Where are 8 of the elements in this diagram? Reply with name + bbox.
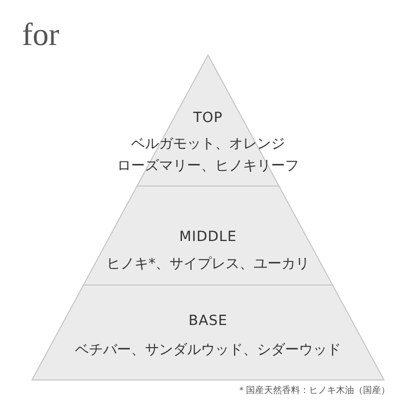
tier-heading: TOP <box>193 110 223 126</box>
tier-heading: BASE <box>188 313 228 329</box>
tier-notes: ヒノキ*、サイプレス、ユーカリ <box>106 255 310 274</box>
footnote: ＊国産天然香料：ヒノキ木油（国産） <box>237 384 390 397</box>
title: for <box>22 16 60 53</box>
tier-notes: ベチバー、サンダルウッド、シダーウッド <box>75 341 341 360</box>
tier-heading: MIDDLE <box>179 229 237 245</box>
tier-notes: ベルガモット、オレンジローズマリー、ヒノキリーフ <box>117 135 299 176</box>
